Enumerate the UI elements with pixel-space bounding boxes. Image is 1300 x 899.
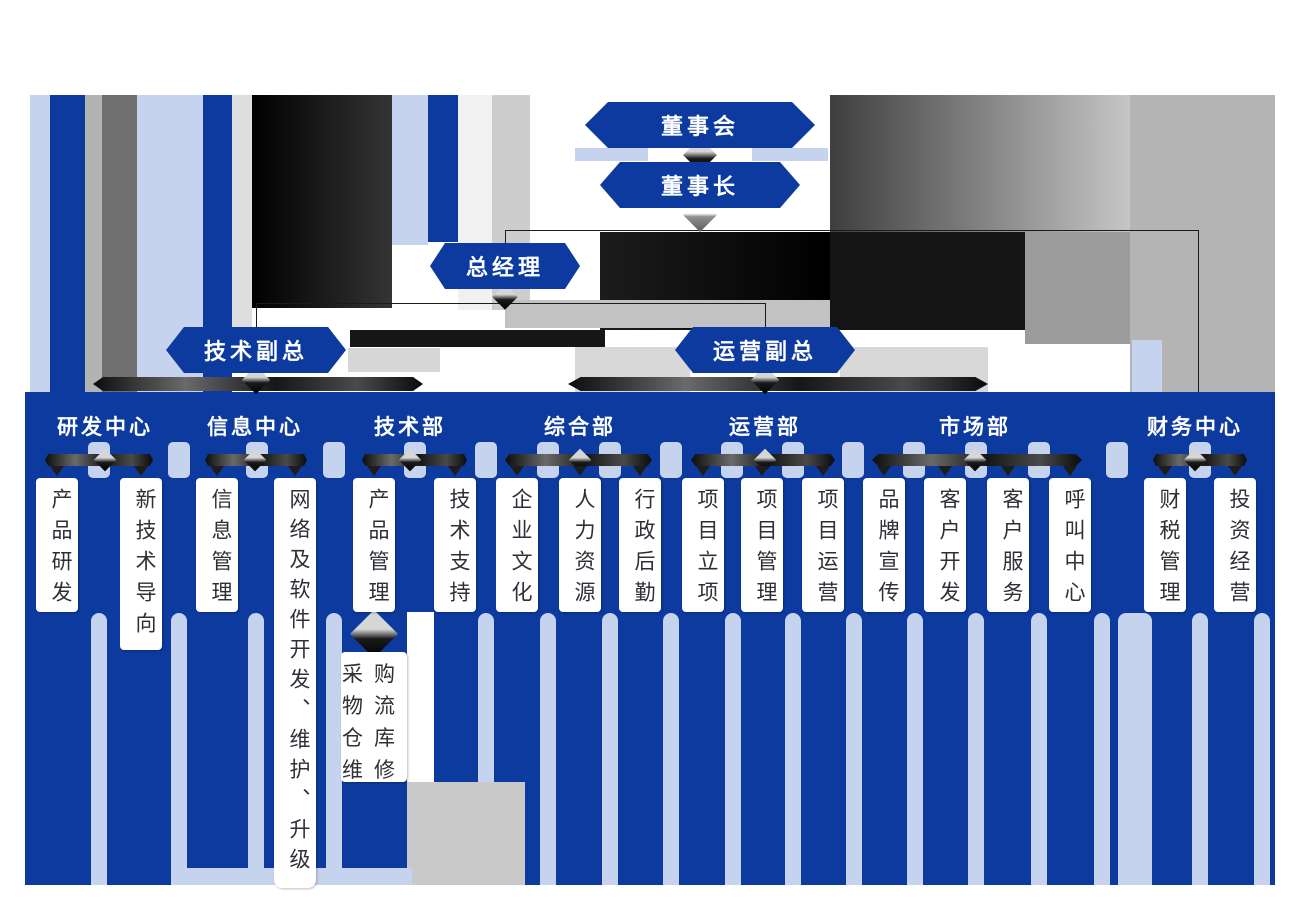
unit-box-corporate-culture: 企业文化 (496, 478, 538, 612)
dept-label-info-center: 信息中心 (207, 415, 303, 439)
node-chairman-label: 董事长 (660, 174, 739, 199)
node-board: 董事会 (585, 102, 815, 148)
unit-box-product-management: 产品管理 (353, 478, 395, 612)
dept-label-finance-center: 财务中心 (1147, 415, 1243, 439)
unit-box-brand-promotion: 品牌宣传 (863, 478, 905, 612)
node-chairman: 董事长 (600, 162, 800, 208)
unit-box-project-initiation: 项目立项 (682, 478, 724, 612)
dept-label-tech-dept: 技术部 (374, 415, 446, 439)
unit-box-human-resources: 人力资源 (559, 478, 601, 612)
unit-box-investment-operation: 投资经营 (1214, 478, 1256, 612)
unit-box-info-management: 信息管理 (196, 478, 238, 612)
node-general-manager-label: 总经理 (465, 255, 544, 280)
node-general-manager: 总经理 (430, 243, 580, 289)
unit-box-tech-support: 技术支持 (434, 478, 476, 612)
sub-unit-procurement-logistics: 采购 物流 仓库 维修 (341, 652, 407, 782)
unit-box-customer-development: 客户开发 (924, 478, 966, 612)
node-ops-vp-label: 运营副总 (712, 339, 817, 364)
unit-box-customer-service: 客户服务 (987, 478, 1029, 612)
unit-box-finance-tax-management: 财税管理 (1144, 478, 1186, 612)
dept-label-market-dept: 市场部 (939, 415, 1011, 439)
node-tech-vp-label: 技术副总 (203, 339, 308, 364)
dept-label-general-dept: 综合部 (544, 415, 616, 439)
unit-box-network-software: 网络及软件开发、维护、升级 (274, 478, 316, 888)
unit-box-admin-logistics: 行政后勤 (619, 478, 661, 612)
unit-box-project-management: 项目管理 (741, 478, 783, 612)
unit-box-call-center: 呼叫中心 (1049, 478, 1091, 612)
unit-box-new-tech-orientation: 新技术导向 (120, 478, 162, 650)
dept-label-ops-dept: 运营部 (729, 415, 801, 439)
node-tech-vp: 技术副总 (166, 327, 346, 373)
node-board-label: 董事会 (660, 114, 739, 139)
node-ops-vp: 运营副总 (675, 327, 855, 373)
unit-box-product-rd: 产品研发 (36, 478, 78, 612)
unit-box-project-operation: 项目运营 (802, 478, 844, 612)
dept-label-rd-center: 研发中心 (57, 415, 153, 439)
